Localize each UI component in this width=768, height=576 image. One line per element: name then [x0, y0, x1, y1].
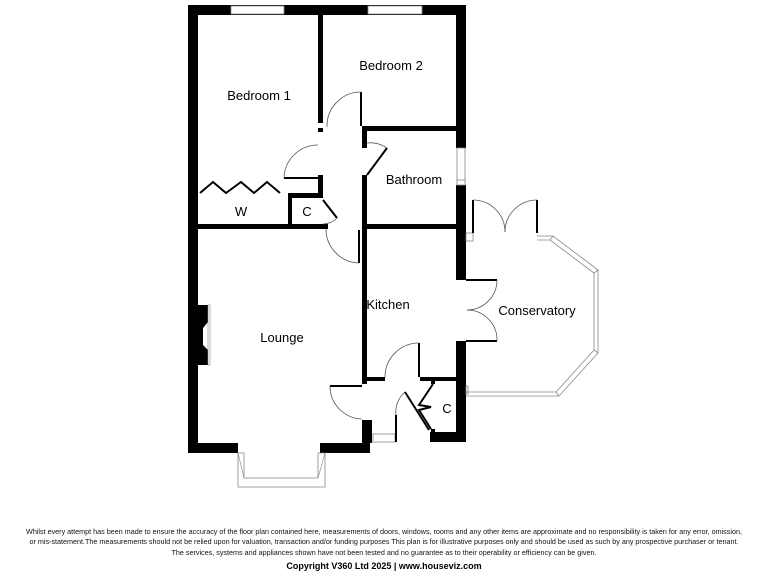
copyright-notice: Copyright V360 Ltd 2025 | www.houseviz.c…: [286, 561, 482, 571]
room-label-bathroom: Bathroom: [386, 172, 442, 187]
room-label-cupboard-lobby: C: [442, 401, 451, 416]
windows: [230, 5, 469, 488]
room-labels: Bedroom 1 Bedroom 2 Bathroom Kitchen Con…: [227, 58, 576, 416]
room-label-kitchen: Kitchen: [366, 297, 409, 312]
room-label-bedroom-2: Bedroom 2: [359, 58, 423, 73]
floor-plan: Bedroom 1 Bedroom 2 Bathroom Kitchen Con…: [188, 5, 599, 488]
disclaimer-line: or mis-statement.The measurements should…: [29, 537, 739, 547]
room-label-wardrobe: W: [235, 204, 248, 219]
room-label-cupboard-hall: C: [302, 204, 311, 219]
room-label-lounge: Lounge: [260, 330, 303, 345]
room-label-bedroom-1: Bedroom 1: [227, 88, 291, 103]
disclaimer: Whilst every attempt has been made to en…: [0, 527, 768, 558]
walls: [188, 5, 466, 453]
disclaimer-line: Whilst every attempt has been made to en…: [26, 527, 742, 536]
conservatory-frame: [456, 179, 599, 397]
disclaimer-line: The services, systems and appliances sho…: [171, 547, 597, 557]
doors: [199, 91, 538, 442]
room-label-conservatory: Conservatory: [498, 303, 576, 318]
